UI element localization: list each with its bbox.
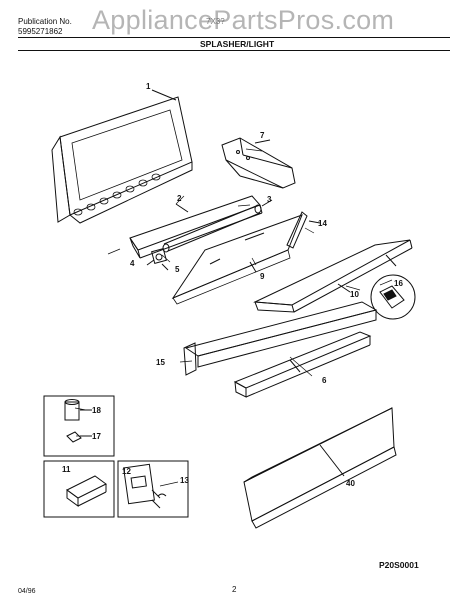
callout-7: 7 (260, 131, 265, 140)
part-14-trim (286, 211, 321, 249)
callout-11: 11 (62, 465, 71, 474)
part-10-splasher-top (253, 239, 413, 313)
part-9-lens (171, 214, 303, 305)
leader-lines (74, 148, 393, 487)
header-rule-bottom (18, 50, 450, 51)
callout-2: 2 (177, 194, 182, 203)
callout-12: 12 (122, 467, 131, 476)
callout-18: 18 (92, 406, 101, 415)
callout-4: 4 (130, 259, 135, 268)
part-6-rail (184, 301, 378, 398)
callout-6: 6 (322, 376, 327, 385)
footer-date: 04/96 (18, 588, 36, 595)
callout-13: 13 (180, 476, 189, 485)
callout-16: 16 (394, 279, 403, 288)
callout-15: 15 (156, 358, 165, 367)
callout-14: 14 (318, 219, 327, 228)
callout-10: 10 (350, 290, 359, 299)
part-16-switch (370, 274, 416, 320)
header-rule-top (18, 37, 450, 38)
callout-40: 40 (346, 479, 355, 488)
part-4-5-lampholder (146, 248, 169, 271)
model-number: 7X3? (206, 17, 225, 26)
part-15-endcap (183, 342, 197, 376)
callout-5: 5 (175, 265, 180, 274)
part-7-bracket (221, 137, 296, 189)
section-title: SPLASHER/LIGHT (200, 39, 275, 49)
part-1-back-panel (51, 89, 193, 224)
callout-17: 17 (92, 432, 101, 441)
callout-1: 1 (146, 82, 151, 91)
diagram-reference-code: P20S0001 (379, 560, 419, 570)
part-11-inset (43, 460, 115, 518)
footer-page-number: 2 (232, 585, 237, 594)
part-3-tube (162, 199, 273, 253)
callout-3: 3 (267, 195, 272, 204)
callout-9: 9 (260, 272, 265, 281)
part-17-18-inset (43, 395, 115, 457)
watermark-text: AppliancePartsPros.com (92, 5, 395, 35)
part-40-front-panel (243, 407, 397, 529)
publication-number: 5995271862 (18, 27, 63, 36)
part-12-13-inset (117, 460, 189, 518)
publication-label: Publication No. (18, 17, 72, 26)
